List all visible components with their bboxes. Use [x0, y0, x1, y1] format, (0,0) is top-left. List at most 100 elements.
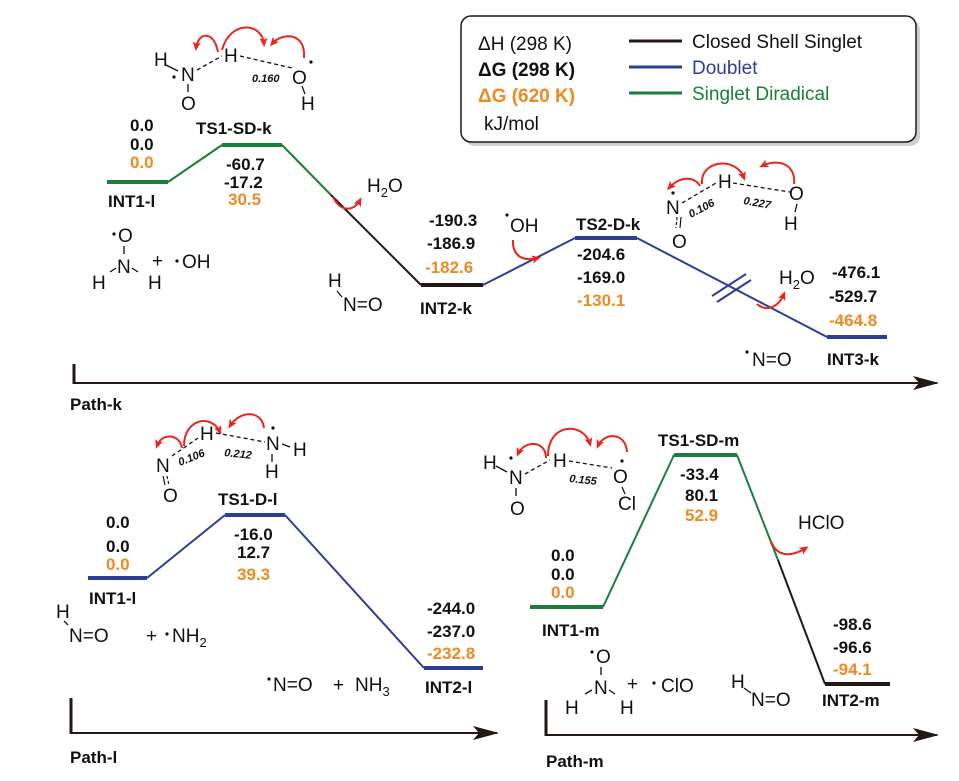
atom-N: N: [117, 257, 131, 278]
path-k-connector: [636, 237, 828, 338]
breaking-bond: [215, 432, 266, 443]
atom-O: O: [596, 647, 611, 668]
breaking-bond: [568, 460, 613, 469]
atom-H: H: [553, 451, 567, 472]
chlorine-monoxide-radical: ClO: [661, 676, 694, 697]
atom-H: H: [154, 50, 168, 71]
path-m-TS1-dG298: 80.1: [685, 486, 718, 505]
atom-H: H: [565, 698, 579, 719]
atom-O: O: [672, 232, 687, 253]
path-m-product-hno: H N=O: [731, 672, 791, 711]
atom-H: H: [328, 271, 342, 292]
path-l-INT2-dH: -244.0: [427, 599, 475, 618]
radical-dot: [671, 191, 675, 195]
path-k-TS1-dG298: -17.2: [224, 173, 263, 192]
path-m-connector: [602, 454, 675, 608]
path-k-INT2-label: INT2-k: [420, 299, 473, 318]
path-m-reactants: O N H H + ClO: [565, 647, 694, 719]
path-l-INT2-dG620: -232.8: [427, 644, 475, 663]
atom-N: N: [509, 468, 523, 489]
atom-N: N: [181, 65, 195, 86]
bond: [675, 216, 678, 229]
bond: [109, 267, 117, 273]
path-k-INT3-label: INT3-k: [827, 350, 880, 369]
radical-dot: [172, 75, 176, 79]
path-m-TS1-dG620: 52.9: [685, 506, 718, 525]
electron-arrow: [547, 427, 593, 457]
path-k-TS2-label: TS2-D-k: [576, 215, 641, 234]
radical-dot: [620, 459, 624, 463]
atom-O: O: [163, 486, 178, 507]
path-l-INT1-label: INT1-l: [89, 589, 136, 608]
bond: [162, 475, 166, 486]
path-k-TS2-dG298: -169.0: [577, 268, 625, 287]
atom-H: H: [200, 424, 214, 445]
electron-arrow: [666, 177, 701, 191]
path-l-title: Path-l: [70, 748, 117, 767]
bond: [743, 687, 752, 694]
ammonia: NH3: [355, 675, 390, 699]
bond: [131, 267, 139, 273]
bond: [679, 216, 682, 229]
electron-arrow: [596, 435, 628, 453]
nitric-oxide-product: N=O: [752, 350, 792, 371]
path-k-TS2-dG620: -130.1: [577, 291, 625, 310]
path-l-INT1-dG620: 0.0: [106, 555, 130, 574]
atom-O: O: [789, 184, 804, 205]
forming-bond: [196, 55, 223, 71]
axis-break-mark: [711, 273, 747, 297]
path-k-panel: Path-k 0.0 0.0 0.0 INT1-l TS1-SD-k -60.7…: [70, 26, 939, 414]
nitroxyl: N=O: [343, 295, 383, 316]
nitric-oxide: N=O: [273, 675, 313, 696]
path-m-connector: [777, 559, 826, 685]
plus-sign: +: [146, 626, 157, 647]
radical-dot: [745, 350, 749, 354]
path-l-TS1-dG298: 12.7: [237, 543, 270, 562]
ts1-sd-k-distance: 0.160: [252, 73, 280, 85]
atom-H: H: [718, 172, 732, 193]
path-l-INT2-label: INT2-l: [425, 678, 472, 697]
hno-structure: H N=O: [328, 271, 383, 316]
path-l-reactants: H N=O + NH2: [56, 602, 207, 650]
radical-dot: [267, 677, 271, 681]
path-k-TS1-label: TS1-SD-k: [196, 119, 272, 138]
atom-H: H: [224, 46, 238, 67]
radical-dot: [509, 456, 513, 460]
atom-Cl: Cl: [618, 494, 636, 515]
path-l-products: N=O + NH3: [267, 675, 390, 699]
path-l-INT1-dG298: 0.0: [106, 537, 130, 556]
entering-OH: OH: [510, 216, 539, 237]
path-m-panel: Path-m 0.0 0.0 0.0 INT1-m TS1-SD-m -33.4…: [483, 427, 939, 771]
legend-dG-620: ΔG (620 K): [478, 86, 575, 107]
path-k-INT2-dG620: -182.6: [425, 258, 473, 277]
path-m-INT2-dG298: -96.6: [833, 638, 872, 657]
atom-H: H: [483, 453, 497, 474]
atom-O: O: [613, 467, 628, 488]
ts1-sd-m-distance: 0.155: [569, 473, 599, 488]
radical-dot: [309, 60, 313, 64]
leaving-arrow: [756, 291, 786, 310]
path-k-INT1-label: INT1-l: [108, 192, 155, 211]
radical-dot: [175, 259, 179, 263]
legend-box: [460, 15, 917, 143]
legend: ΔH (298 K) ΔG (298 K) ΔG (620 K) kJ/mol …: [460, 15, 920, 146]
ts1-sd-m-structure: H N O H 0.155 O Cl: [483, 427, 636, 520]
path-l-TS1-dH: -16.0: [234, 525, 273, 544]
bond: [794, 203, 798, 213]
atom-H: H: [265, 462, 279, 483]
leaving-HClO: HClO: [798, 513, 844, 534]
leaving-H2O-2: H2O: [779, 268, 815, 292]
path-k-INT3-dG298: -529.7: [829, 287, 877, 306]
bond: [621, 486, 626, 495]
path-l-INT2-dG298: -237.0: [427, 622, 475, 641]
legend-closed-shell: Closed Shell Singlet: [692, 32, 863, 53]
path-k-TS1-dH: -60.7: [226, 155, 265, 174]
path-k-INT1-dG298: 0.0: [130, 135, 154, 154]
entering-arrow: [511, 239, 541, 264]
atom-O: O: [510, 499, 525, 520]
bond: [165, 64, 179, 72]
path-k-INT2-dH: -190.3: [429, 211, 477, 230]
path-m-INT2-label: INT2-m: [822, 691, 880, 710]
ts2-d-k-structure: N O 0.106 H 0.227 O H: [666, 159, 804, 253]
ts1-d-l-distance-2: 0.212: [224, 447, 253, 462]
